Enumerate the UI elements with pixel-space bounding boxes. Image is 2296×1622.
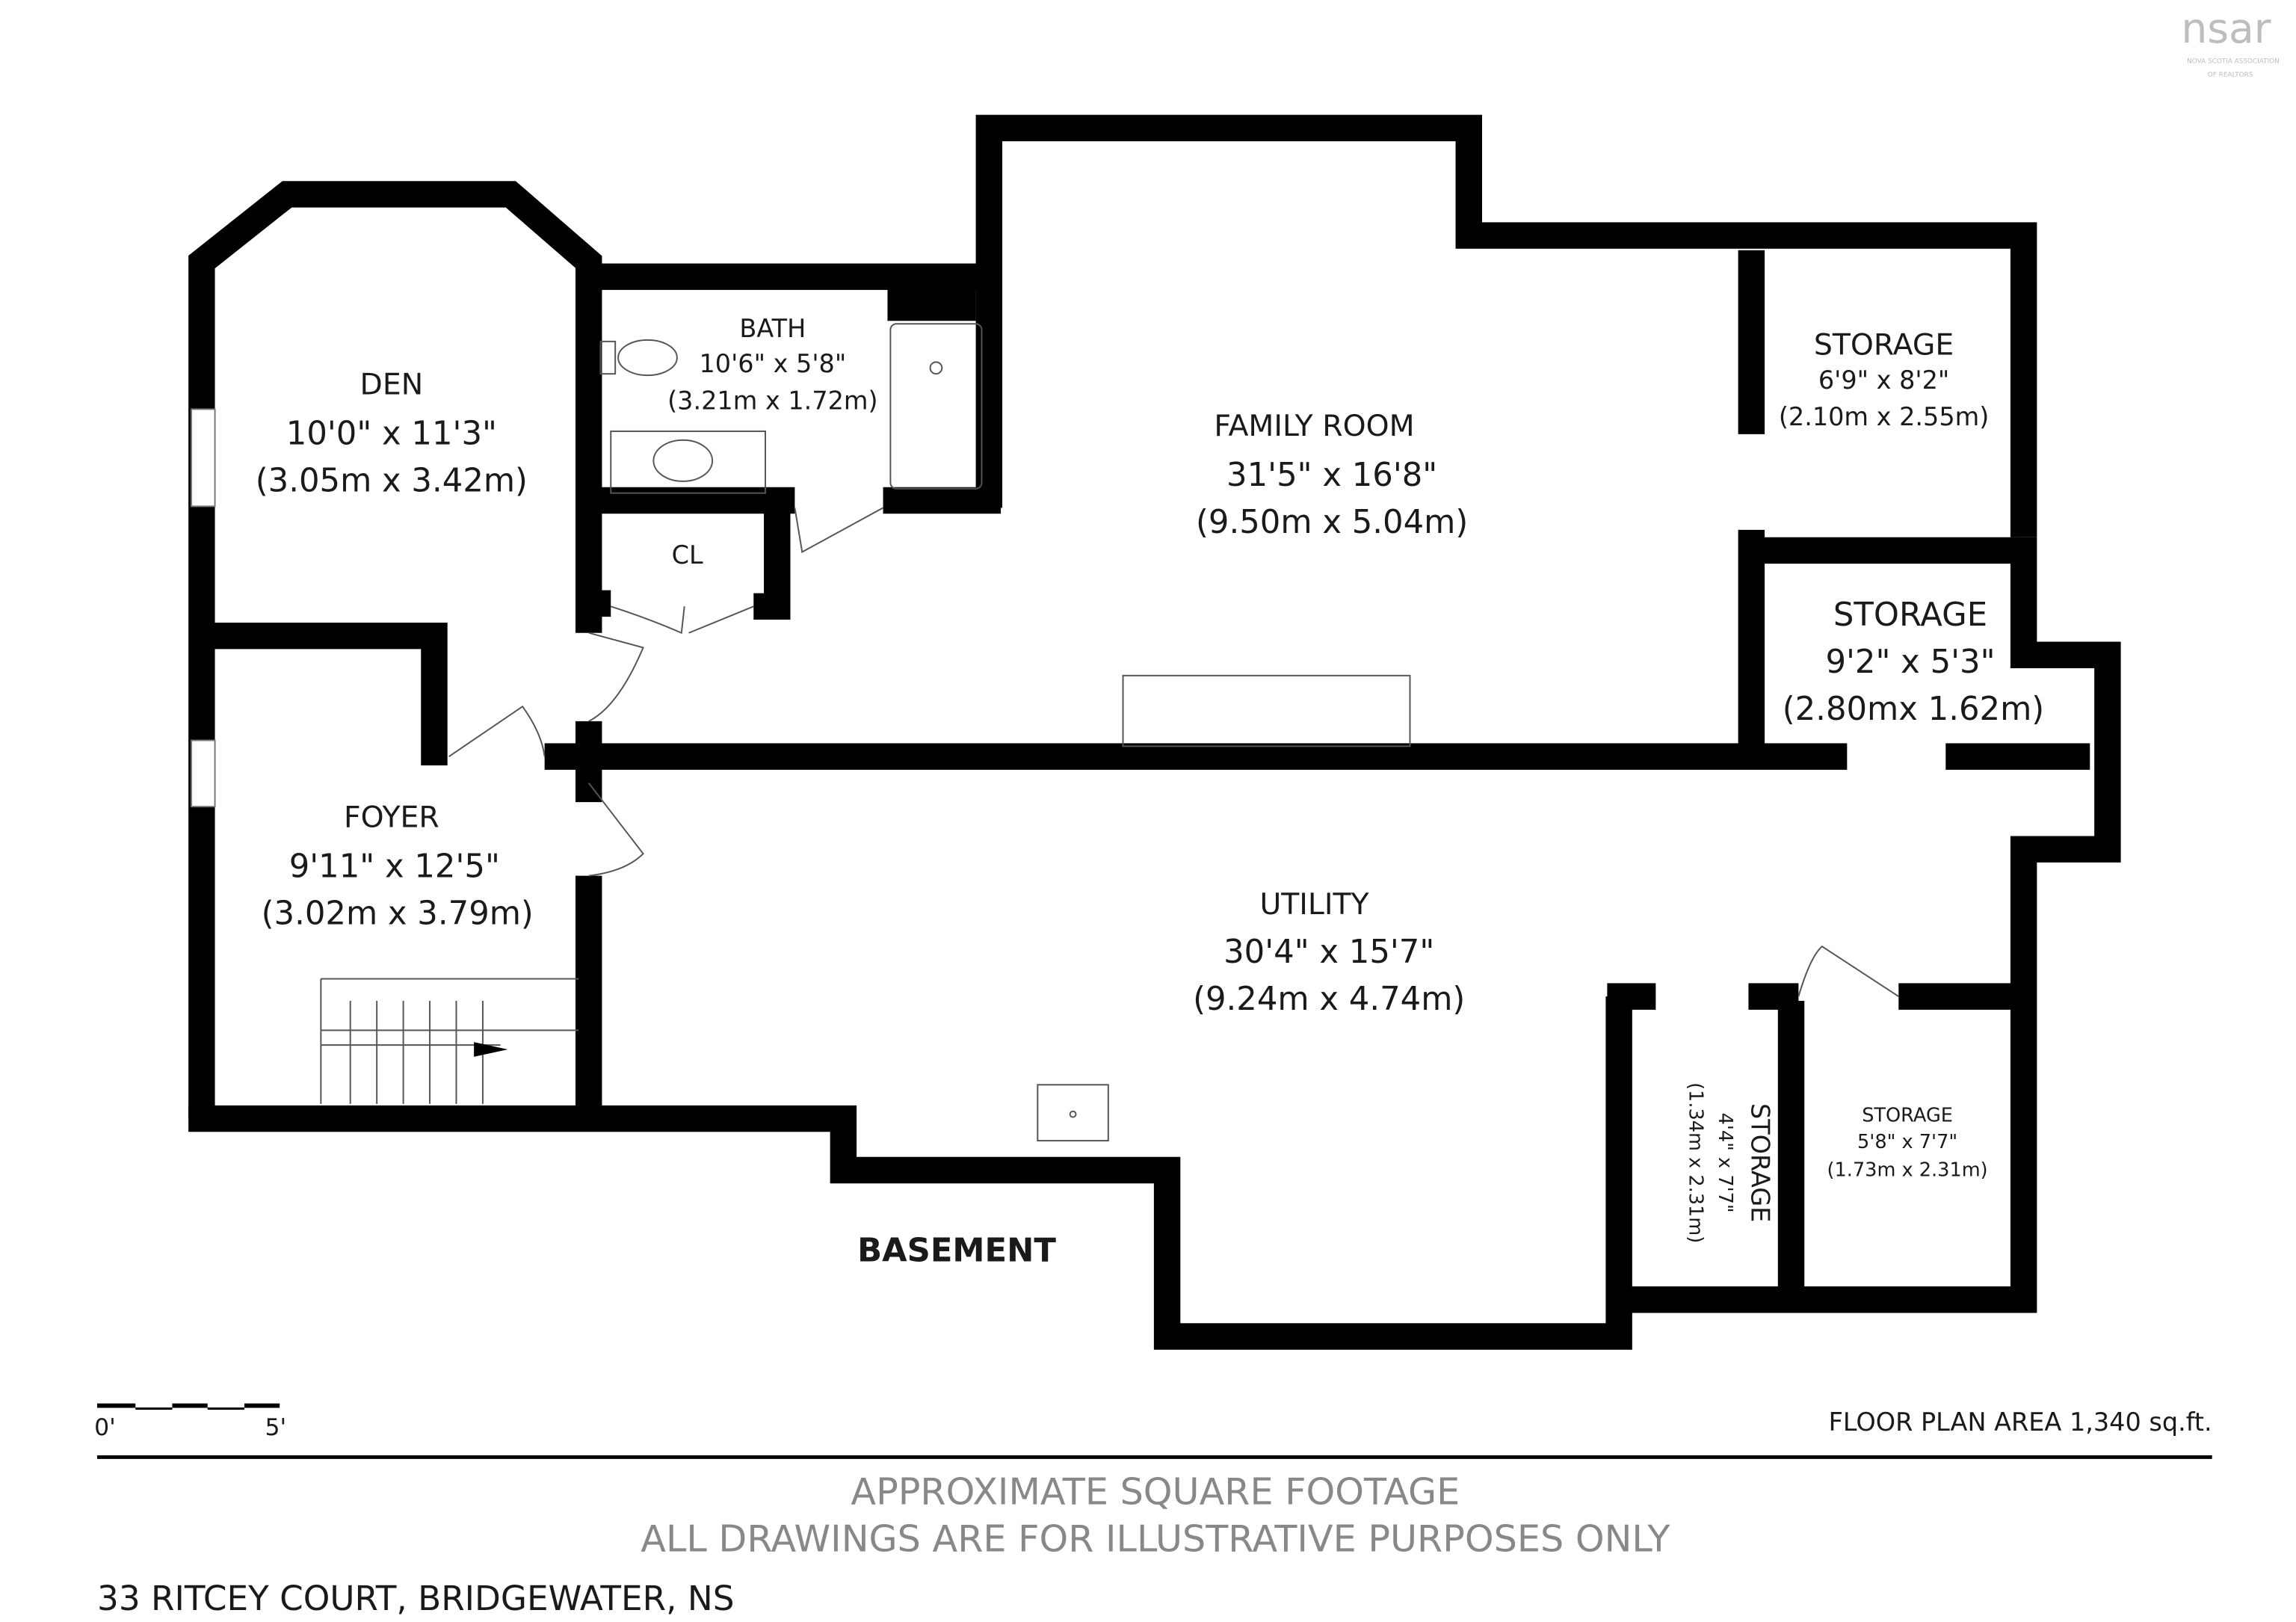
svg-text:(2.80mx 1.62m): (2.80mx 1.62m)	[1783, 691, 2044, 728]
svg-text:10'6" x 5'8": 10'6" x 5'8"	[699, 349, 846, 378]
walls	[188, 114, 2121, 1350]
sink	[1037, 1084, 1109, 1142]
svg-text:STORAGE: STORAGE	[1862, 1104, 1953, 1126]
svg-text:FAMILY ROOM: FAMILY ROOM	[1214, 409, 1414, 443]
svg-text:STORAGE: STORAGE	[1833, 596, 1987, 634]
svg-text:9'11" x 12'5": 9'11" x 12'5"	[289, 848, 500, 886]
svg-text:FOYER: FOYER	[344, 801, 439, 835]
nsar-logo: nsar NOVA SCOTIA ASSOCIATION OF REALTORS	[2181, 5, 2279, 78]
svg-text:BATH: BATH	[739, 314, 806, 343]
toilet-tank	[599, 340, 617, 375]
svg-text:4'4" x 7'7": 4'4" x 7'7"	[1714, 1113, 1736, 1213]
room-storage-2: STORAGE 9'2" x 5'3" (2.80mx 1.62m)	[1783, 596, 2044, 728]
svg-text:6'9" x 8'2": 6'9" x 8'2"	[1818, 366, 1949, 395]
svg-text:(3.05m x 3.42m): (3.05m x 3.42m)	[256, 463, 528, 500]
room-storage-3: STORAGE 4'4" x 7'7" (1.34m x 2.31m)	[1685, 1082, 1775, 1243]
disclaimer-line-1: APPROXIMATE SQUARE FOOTAGE	[851, 1470, 1460, 1513]
floor-label: BASEMENT	[857, 1233, 1056, 1270]
svg-text:(9.50m x 5.04m): (9.50m x 5.04m)	[1196, 504, 1468, 541]
fixtures	[191, 323, 1411, 1142]
svg-text:(3.02m x 3.79m): (3.02m x 3.79m)	[262, 895, 534, 933]
svg-text:(1.73m x 2.31m): (1.73m x 2.31m)	[1827, 1159, 1988, 1181]
doors	[448, 507, 1899, 997]
svg-text:31'5" x 16'8": 31'5" x 16'8"	[1226, 457, 1437, 494]
scale-end-label: 5'	[265, 1414, 287, 1441]
svg-text:STORAGE: STORAGE	[1814, 328, 1954, 363]
room-closet: CL	[672, 540, 703, 570]
svg-text:(1.34m x 2.31m): (1.34m x 2.31m)	[1685, 1082, 1707, 1243]
logo-tagline-1: NOVA SCOTIA ASSOCIATION	[2187, 58, 2280, 66]
scale-start-label: 0'	[94, 1414, 116, 1441]
room-foyer: FOYER 9'11" x 12'5" (3.02m x 3.79m)	[262, 801, 534, 933]
svg-text:9'2" x 5'3": 9'2" x 5'3"	[1825, 644, 1995, 681]
svg-text:10'0" x 11'3": 10'0" x 11'3"	[286, 416, 497, 453]
bathtub	[889, 323, 983, 490]
svg-text:(3.21m x 1.72m): (3.21m x 1.72m)	[667, 386, 877, 415]
logo-text: nsar	[2181, 5, 2271, 53]
window	[191, 408, 216, 508]
vanity	[610, 430, 767, 494]
svg-text:5'8" x 7'7": 5'8" x 7'7"	[1857, 1131, 1957, 1153]
stairs	[320, 978, 578, 1104]
svg-text:(9.24m x 4.74m): (9.24m x 4.74m)	[1193, 981, 1465, 1018]
svg-text:DEN: DEN	[360, 368, 424, 402]
room-storage-4: STORAGE 5'8" x 7'7" (1.73m x 2.31m)	[1827, 1104, 1988, 1181]
floor-plan-area: FLOOR PLAN AREA 1,340 sq.ft.	[1829, 1407, 2212, 1437]
scale-bar: 0' 5'	[94, 1403, 287, 1441]
room-bath: BATH 10'6" x 5'8" (3.21m x 1.72m)	[667, 314, 877, 415]
logo-tagline-2: OF REALTORS	[2208, 71, 2253, 78]
svg-text:30'4" x 15'7": 30'4" x 15'7"	[1223, 934, 1434, 971]
svg-text:STORAGE: STORAGE	[1745, 1103, 1774, 1222]
svg-text:(2.10m x 2.55m): (2.10m x 2.55m)	[1779, 402, 1989, 431]
room-utility: UTILITY 30'4" x 15'7" (9.24m x 4.74m)	[1193, 887, 1465, 1018]
address: 33 RITCEY COURT, BRIDGEWATER, NS	[97, 1579, 734, 1618]
room-den: DEN 10'0" x 11'3" (3.05m x 3.42m)	[256, 368, 528, 500]
room-family: FAMILY ROOM 31'5" x 16'8" (9.50m x 5.04m…	[1196, 409, 1468, 541]
fireplace	[1122, 674, 1411, 747]
svg-text:UTILITY: UTILITY	[1259, 887, 1369, 922]
disclaimer-line-2: ALL DRAWINGS ARE FOR ILLUSTRATIVE PURPOS…	[641, 1517, 1670, 1560]
room-storage-1: STORAGE 6'9" x 8'2" (2.10m x 2.55m)	[1779, 328, 1989, 432]
window	[191, 739, 216, 808]
stair-arrow-icon	[474, 1042, 508, 1057]
